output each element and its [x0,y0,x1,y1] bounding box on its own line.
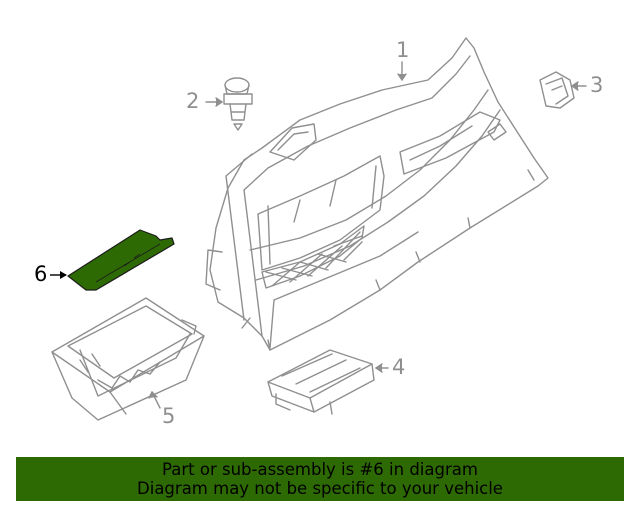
quarter-trim-panel [205,37,549,351]
leader-lines [148,61,587,409]
callout-4: 4 [392,355,406,379]
part-info-banner: Part or sub-assembly is #6 in diagram Di… [16,457,624,501]
retainer-bracket [267,349,375,415]
callout-6: 6 [34,262,48,286]
highlighted-cover-panel [50,229,175,291]
callout-2: 2 [186,89,200,113]
callout-5: 5 [162,404,176,428]
banner-line-2: Diagram may not be specific to your vehi… [137,479,503,498]
callout-1: 1 [396,38,410,62]
push-clip [223,77,253,131]
trim-clip [539,71,575,109]
parts-diagram [50,37,587,421]
banner-line-1: Part or sub-assembly is #6 in diagram [162,460,478,479]
callout-3: 3 [590,73,604,97]
storage-tray [51,297,205,421]
